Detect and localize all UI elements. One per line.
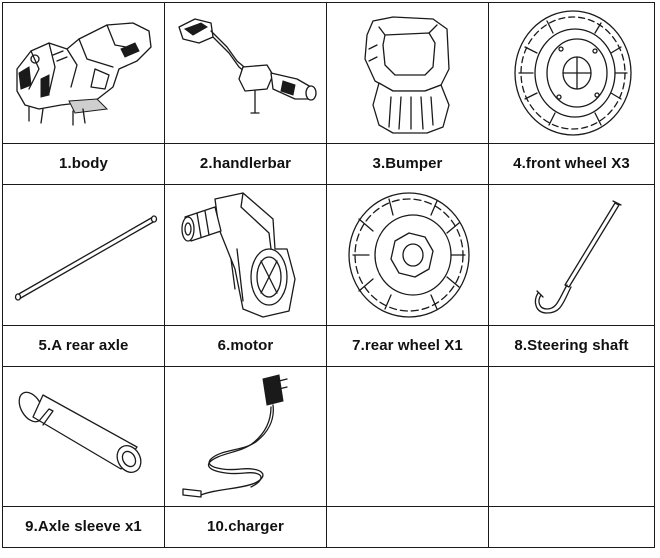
part-label: 2.handlerbar xyxy=(199,155,292,172)
part-cell-empty-1 xyxy=(326,366,489,507)
front-wheel-icon xyxy=(513,10,632,136)
part-label-cell-5: 5.A rear axle xyxy=(2,325,165,367)
image-row-1 xyxy=(2,2,655,144)
part-label: 7.rear wheel X1 xyxy=(352,337,463,354)
part-label-cell-9: 9.Axle sleeve x1 xyxy=(2,506,165,548)
part-cell-steering-shaft xyxy=(488,184,655,326)
image-row-2 xyxy=(2,184,655,326)
part-cell-front-wheel xyxy=(488,2,655,144)
bumper-icon xyxy=(363,16,450,134)
part-label-cell-11 xyxy=(326,506,489,548)
rear-axle-icon xyxy=(14,215,157,301)
part-label: 4.front wheel X3 xyxy=(513,155,630,172)
part-label-cell-6: 6.motor xyxy=(164,325,327,367)
part-cell-bumper xyxy=(326,2,489,144)
handlebar-icon xyxy=(177,18,317,114)
part-label-cell-10: 10.charger xyxy=(164,506,327,548)
part-label: 9.Axle sleeve x1 xyxy=(25,518,142,535)
part-cell-rear-wheel xyxy=(326,184,489,326)
part-label-cell-4: 4.front wheel X3 xyxy=(488,143,655,185)
rear-wheel-icon xyxy=(347,192,470,318)
part-cell-empty-2 xyxy=(488,366,655,507)
motor-icon xyxy=(180,192,296,318)
part-label: 5.A rear axle xyxy=(38,337,129,354)
image-row-3 xyxy=(2,366,655,507)
part-label-cell-1: 1.body xyxy=(2,143,165,185)
part-label-cell-2: 2.handlerbar xyxy=(164,143,327,185)
quad-body-icon xyxy=(15,22,152,126)
part-label-cell-8: 8.Steering shaft xyxy=(488,325,655,367)
part-cell-body xyxy=(2,2,165,144)
part-cell-motor xyxy=(164,184,327,326)
label-row-3: 9.Axle sleeve x1 10.charger xyxy=(2,506,655,548)
part-label-cell-12 xyxy=(488,506,655,548)
part-cell-charger xyxy=(164,366,327,507)
part-label: 6.motor xyxy=(217,337,274,354)
steering-shaft-icon xyxy=(534,200,622,314)
part-label-cell-7: 7.rear wheel X1 xyxy=(326,325,489,367)
part-cell-axle-sleeve xyxy=(2,366,165,507)
part-label-cell-3: 3.Bumper xyxy=(326,143,489,185)
label-row-2: 5.A rear axle 6.motor 7.rear wheel X1 8.… xyxy=(2,325,655,367)
part-label: 10.charger xyxy=(207,518,284,535)
charger-icon xyxy=(181,373,288,498)
part-label: 8.Steering shaft xyxy=(514,337,629,354)
label-row-1: 1.body 2.handlerbar 3.Bumper 4.front whe… xyxy=(2,143,655,185)
part-cell-rear-axle xyxy=(2,184,165,326)
part-label: 3.Bumper xyxy=(372,155,443,172)
parts-table: 1.body 2.handlerbar 3.Bumper 4.front whe… xyxy=(2,2,655,548)
part-label: 1.body xyxy=(59,155,108,172)
part-cell-handlerbar xyxy=(164,2,327,144)
axle-sleeve-icon xyxy=(18,391,141,473)
